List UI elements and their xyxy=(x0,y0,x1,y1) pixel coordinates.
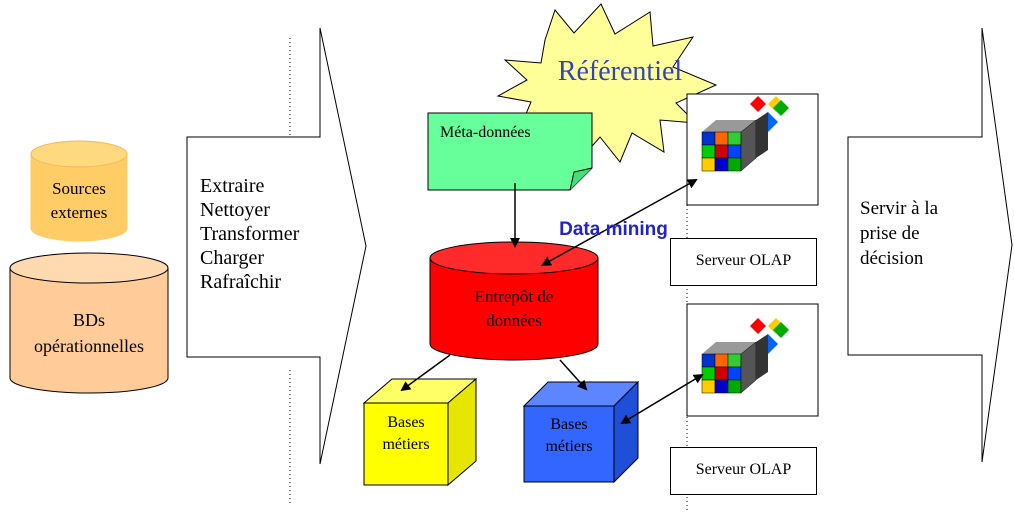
arrow-warehouse-to-yellow-cube xyxy=(400,354,451,392)
olap-cube-icon xyxy=(701,96,789,172)
etl-step: Nettoyer xyxy=(200,199,270,221)
metadata-label: Méta-données xyxy=(440,124,531,141)
arrow-warehouse-to-blue-cube xyxy=(559,359,588,391)
data-mining-label: Data mining xyxy=(559,219,668,240)
bases-metiers-label: Bases métiers xyxy=(382,414,430,453)
etl-arrow-shape xyxy=(186,27,367,465)
bases-metiers-yellow-cube xyxy=(362,377,478,487)
warehouse-label: Entrepôt de données xyxy=(474,287,554,330)
olap-server-label-box xyxy=(670,447,817,495)
decision-arrow-shape xyxy=(847,27,1013,463)
olap-server-label: Serveur OLAP xyxy=(695,461,792,478)
bd-operationnelles-cylinder xyxy=(9,252,169,394)
olap-server-label-box xyxy=(670,238,817,286)
arrow-blue-cube-olap-bottom xyxy=(620,373,704,425)
etl-step: Charger xyxy=(200,247,265,269)
olap-cube-icon xyxy=(701,318,789,394)
etl-step: Transformer xyxy=(200,223,300,245)
etl-step: Rafraîchir xyxy=(200,271,282,293)
sources-externes-cylinder xyxy=(30,140,128,242)
sources-externes-label: Sources externes xyxy=(50,179,108,222)
etl-step: Extraire xyxy=(200,175,265,197)
referentiel-label: Référentiel xyxy=(557,56,683,87)
bases-metiers-blue-cube xyxy=(522,380,640,484)
etl-steps-list: Extraire Nettoyer Transformer Charger Ra… xyxy=(200,174,299,294)
olap-server-label: Serveur OLAP xyxy=(695,252,792,269)
bd-operationnelles-label: BDs opérationnelles xyxy=(34,310,144,356)
arrow-warehouse-olap-top xyxy=(541,179,698,266)
decision-label: Servir à la prise de décision xyxy=(860,198,939,269)
bases-metiers-label: Bases métiers xyxy=(545,416,593,455)
